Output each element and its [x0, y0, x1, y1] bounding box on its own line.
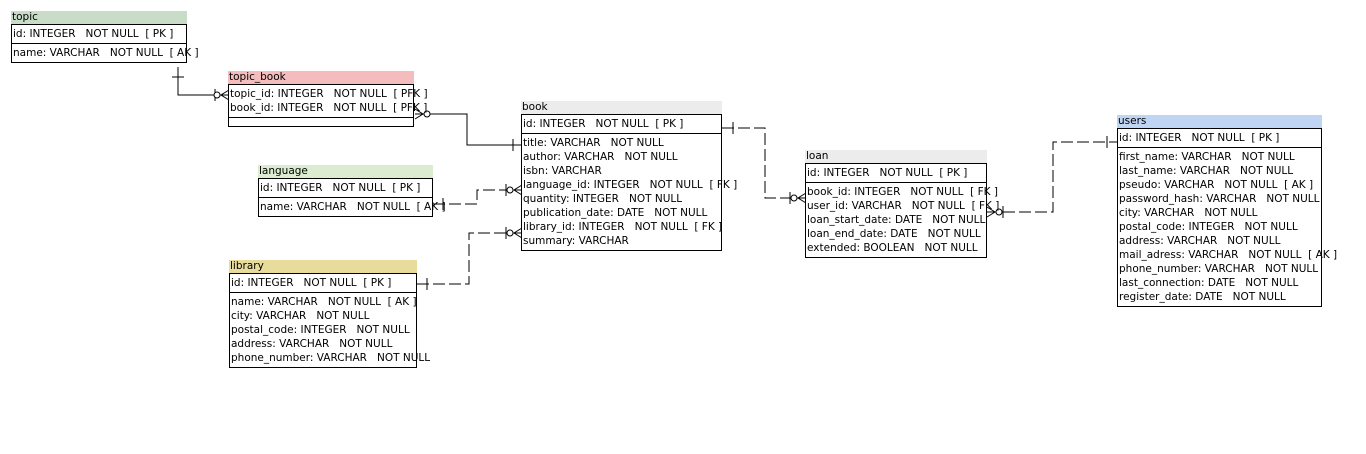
attribute-column[interactable]: quantity: INTEGER NOT NULL	[523, 193, 683, 205]
key-section: id: INTEGER NOT NULL [ PK ]	[522, 115, 721, 134]
attribute-column[interactable]: phone_number: VARCHAR NOT NULL	[1119, 263, 1319, 275]
attribute-section: name: VARCHAR NOT NULL [ AK ]	[259, 198, 446, 216]
entity-title: topic	[11, 11, 187, 24]
entity-library[interactable]: library id: INTEGER NOT NULL [ PK ] name: …	[229, 260, 431, 368]
entity-book[interactable]: book id: INTEGER NOT NULL [ PK ] title: VA…	[521, 101, 738, 251]
attribute-column[interactable]: city: VARCHAR NOT NULL	[231, 310, 370, 322]
attribute-column[interactable]: language_id: INTEGER NOT NULL [ FK ]	[523, 179, 738, 191]
attribute-column[interactable]: title: VARCHAR NOT NULL	[523, 137, 664, 149]
entity-loan[interactable]: loan id: INTEGER NOT NULL [ PK ] book_id: …	[805, 150, 1000, 258]
attribute-column[interactable]: password_hash: VARCHAR NOT NULL	[1119, 193, 1320, 205]
attribute-column[interactable]: extended: BOOLEAN NOT NULL	[807, 242, 978, 254]
relationship-library-book	[417, 227, 523, 290]
entity-title: library	[229, 260, 417, 273]
attribute-column[interactable]: summary: VARCHAR	[523, 235, 629, 247]
entity-title: loan	[805, 150, 987, 163]
attribute-column[interactable]: address: VARCHAR NOT NULL	[1119, 235, 1281, 247]
attribute-column[interactable]: last_connection: DATE NOT NULL	[1119, 277, 1299, 289]
entity-title: language	[258, 165, 433, 178]
attribute-section: title: VARCHAR NOT NULL author: VARCHAR N…	[522, 134, 738, 250]
entity-title: book	[521, 101, 722, 114]
entity-body: id: INTEGER NOT NULL [ PK ] name: VARCHAR…	[229, 273, 431, 368]
attribute-column[interactable]: name: VARCHAR NOT NULL [ AK ]	[231, 296, 417, 308]
attribute-column[interactable]: mail_adress: VARCHAR NOT NULL [ AK ]	[1119, 249, 1338, 261]
attribute-column[interactable]: loan_end_date: DATE NOT NULL	[807, 228, 981, 240]
attribute-column[interactable]: isbn: VARCHAR	[523, 165, 602, 177]
attribute-section: name: VARCHAR NOT NULL [ AK ] city: VARCH…	[230, 293, 431, 367]
attribute-column[interactable]: pseudo: VARCHAR NOT NULL [ AK ]	[1119, 179, 1314, 191]
key-column[interactable]: id: INTEGER NOT NULL [ PK ]	[260, 182, 421, 194]
relationship-book-topic-book	[414, 108, 522, 151]
entity-body: id: INTEGER NOT NULL [ PK ] title: VARCHA…	[521, 114, 738, 251]
entity-body: id: INTEGER NOT NULL [ PK ] name: VARCHAR…	[11, 24, 199, 63]
entity-body: id: INTEGER NOT NULL [ PK ] name: VARCHAR…	[258, 178, 446, 217]
key-column[interactable]: id: INTEGER NOT NULL [ PK ]	[13, 28, 174, 40]
key-section: id: INTEGER NOT NULL [ PK ]	[230, 274, 416, 293]
key-column[interactable]: id: INTEGER NOT NULL [ PK ]	[1119, 132, 1280, 144]
entity-topic[interactable]: topic id: INTEGER NOT NULL [ PK ] name: VA…	[11, 11, 199, 63]
key-section: id: INTEGER NOT NULL [ PK ]	[259, 179, 432, 198]
attribute-column[interactable]: phone_number: VARCHAR NOT NULL	[231, 352, 431, 364]
key-column[interactable]: id: INTEGER NOT NULL [ PK ]	[231, 277, 392, 289]
attribute-column[interactable]: name: VARCHAR NOT NULL [ AK ]	[13, 47, 199, 59]
attribute-column[interactable]: book_id: INTEGER NOT NULL [ FK ]	[807, 186, 998, 198]
relationship-users-loan	[986, 136, 1118, 218]
relationship-topic-topic-book	[172, 67, 230, 101]
relationship-book-loan	[722, 122, 807, 204]
key-section: topic_id: INTEGER NOT NULL [ PFK ] book_i…	[229, 85, 428, 118]
attribute-column[interactable]: author: VARCHAR NOT NULL	[523, 151, 678, 163]
key-section: id: INTEGER NOT NULL [ PK ]	[1118, 129, 1321, 148]
entity-body: id: INTEGER NOT NULL [ PK ] book_id: INTE…	[805, 163, 1000, 258]
entity-body: id: INTEGER NOT NULL [ PK ] first_name: V…	[1117, 128, 1338, 307]
attribute-column[interactable]: first_name: VARCHAR NOT NULL	[1119, 151, 1295, 163]
key-column[interactable]: id: INTEGER NOT NULL [ PK ]	[523, 118, 684, 130]
entity-language[interactable]: language id: INTEGER NOT NULL [ PK ] name:…	[258, 165, 446, 217]
entity-title: users	[1117, 115, 1322, 128]
entity-body: topic_id: INTEGER NOT NULL [ PFK ] book_i…	[228, 84, 428, 127]
key-column[interactable]: id: INTEGER NOT NULL [ PK ]	[807, 167, 968, 179]
key-section: id: INTEGER NOT NULL [ PK ]	[806, 164, 986, 183]
attribute-column[interactable]: postal_code: INTEGER NOT NULL	[231, 324, 410, 336]
entity-title: topic_book	[228, 71, 414, 84]
key-section: id: INTEGER NOT NULL [ PK ]	[12, 25, 186, 44]
attribute-column[interactable]: address: VARCHAR NOT NULL	[231, 338, 393, 350]
attribute-column[interactable]: library_id: INTEGER NOT NULL [ FK ]	[523, 221, 723, 233]
attribute-section	[229, 118, 413, 126]
attribute-column[interactable]: user_id: VARCHAR NOT NULL [ FK ]	[807, 200, 1000, 212]
attribute-column[interactable]: last_name: VARCHAR NOT NULL	[1119, 165, 1294, 177]
attribute-column[interactable]: postal_code: INTEGER NOT NULL	[1119, 221, 1298, 233]
key-column[interactable]: book_id: INTEGER NOT NULL [ PFK ]	[230, 102, 428, 114]
attribute-column[interactable]: loan_start_date: DATE NOT NULL	[807, 214, 986, 226]
attribute-section: name: VARCHAR NOT NULL [ AK ]	[12, 44, 199, 62]
attribute-column[interactable]: publication_date: DATE NOT NULL	[523, 207, 708, 219]
entity-users[interactable]: users id: INTEGER NOT NULL [ PK ] first_na…	[1117, 115, 1338, 307]
attribute-section: first_name: VARCHAR NOT NULL last_name: V…	[1118, 148, 1338, 306]
attribute-column[interactable]: city: VARCHAR NOT NULL	[1119, 207, 1258, 219]
attribute-column[interactable]: register_date: DATE NOT NULL	[1119, 291, 1286, 303]
key-column[interactable]: topic_id: INTEGER NOT NULL [ PFK ]	[230, 88, 428, 100]
attribute-column[interactable]: name: VARCHAR NOT NULL [ AK ]	[260, 201, 446, 213]
attribute-section: book_id: INTEGER NOT NULL [ FK ] user_id:…	[806, 183, 1000, 257]
relationship-language-book	[433, 184, 523, 210]
